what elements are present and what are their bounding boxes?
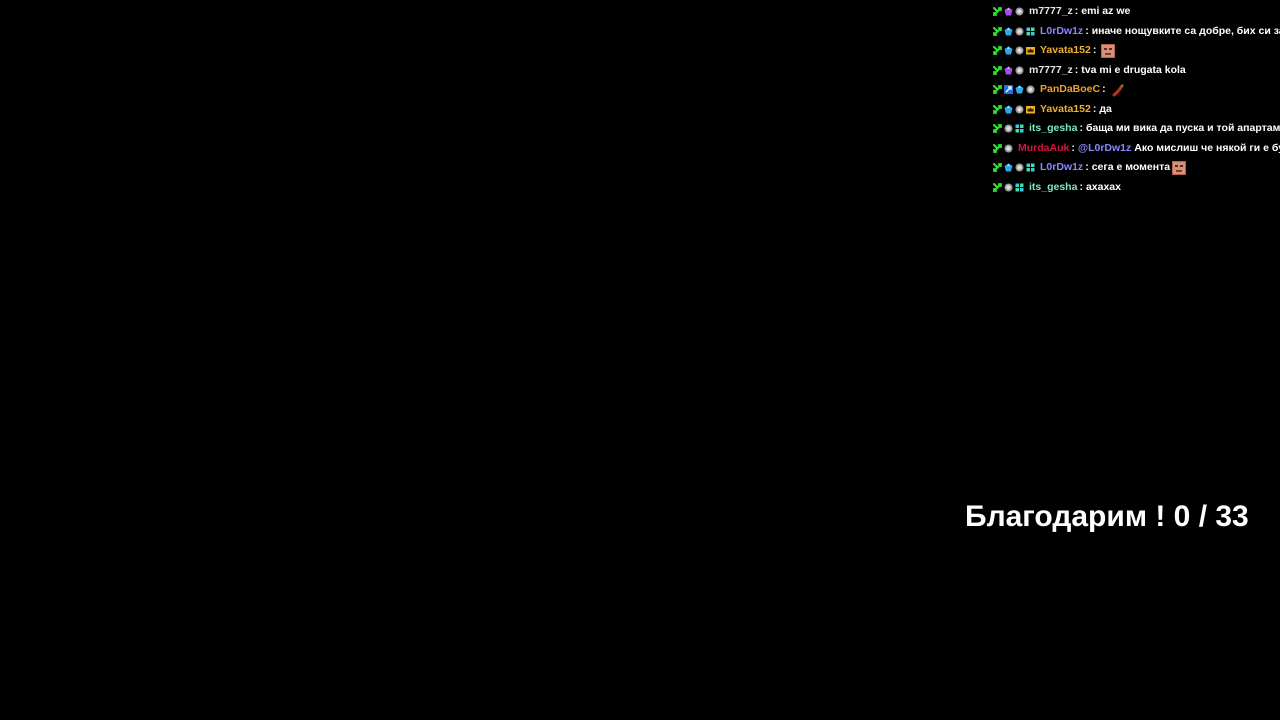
chat-username[interactable]: PanDaBoeC: [1040, 83, 1101, 95]
chat-separator: :: [1071, 141, 1075, 154]
blue-gem-icon: [1015, 85, 1024, 94]
verified-circle-icon: [1004, 124, 1013, 133]
chat-message: Yavata152:да: [993, 100, 1280, 120]
moderator-sword-icon: [993, 104, 1002, 114]
chat-username[interactable]: L0rDw1z: [1040, 24, 1084, 37]
chat-message-text: Ако мислиш че някой ги е букнал: [1134, 141, 1280, 154]
verified-circle-icon: [1015, 46, 1024, 55]
chat-badges: [993, 163, 1037, 173]
chat-message: its_gesha:бащa ми вика да пуска и той ап…: [993, 119, 1280, 139]
chat-message-text: бащa ми вика да пуска и той апартамента: [1085, 122, 1280, 134]
chat-message: Yavata152:: [993, 41, 1280, 61]
chat-message-text: да: [1099, 102, 1112, 115]
chat-username[interactable]: its_gesha: [1029, 180, 1078, 193]
chat-separator: :: [1085, 161, 1089, 173]
chat-username[interactable]: m7777_z: [1029, 63, 1073, 76]
chat-message-text: emi az we: [1081, 5, 1131, 17]
chat-badges: [993, 143, 1015, 153]
chat-username[interactable]: L0rDw1z: [1040, 161, 1084, 173]
crown-badge-icon: [1026, 46, 1035, 55]
chat-message: m7777_z:tva mi e drugata kola: [993, 61, 1280, 81]
blue-gem-icon: [1004, 163, 1013, 172]
verified-circle-icon: [1015, 163, 1024, 172]
chat-badges: [993, 104, 1037, 114]
chat-username[interactable]: Yavata152: [1040, 102, 1091, 115]
blue-gem-icon: [1004, 27, 1013, 36]
purple-gem-icon: [1004, 66, 1013, 75]
chat-message: L0rDw1z:иначе нощувките са добре, бих си…: [993, 22, 1280, 42]
purple-gem-icon: [1004, 7, 1013, 16]
chat-username[interactable]: Yavata152: [1040, 44, 1091, 56]
chat-separator: :: [1074, 5, 1079, 17]
chat-badges: [993, 65, 1026, 75]
chat-badges: [993, 85, 1037, 95]
chat-separator: :: [1079, 180, 1083, 193]
grid-badge-icon: [1026, 163, 1035, 172]
chat-message: L0rDw1z:сега е момента: [993, 158, 1280, 178]
chat-badges: [993, 7, 1026, 17]
verified-circle-icon: [1015, 66, 1024, 75]
verified-circle-icon: [1015, 105, 1024, 114]
chat-separator: :: [1074, 63, 1079, 76]
chat-message: its_gesha:ахахах: [993, 178, 1280, 198]
chat-message-text: tva mi e drugata kola: [1081, 63, 1186, 76]
moderator-sword-icon: [993, 124, 1002, 134]
face-emote-icon: [1172, 160, 1187, 175]
blue-gem-icon: [1004, 46, 1013, 55]
chat-message: m7777_z:emi az we: [993, 2, 1280, 22]
pepper-emote-icon: [1111, 83, 1125, 97]
chat-separator: :: [1079, 122, 1083, 134]
chat-separator: :: [1102, 83, 1106, 95]
chat-separator: :: [1085, 24, 1089, 37]
grid-badge-icon: [1015, 183, 1024, 192]
blue-gem-icon: [1004, 105, 1013, 114]
moderator-sword-icon: [993, 7, 1002, 17]
verified-circle-icon: [1015, 7, 1024, 16]
chat-message-text: иначе нощувките са добре, бих си запазил: [1091, 24, 1280, 37]
chat-username[interactable]: MurdaAuk: [1018, 141, 1070, 154]
chat-username[interactable]: its_gesha: [1029, 122, 1078, 134]
chat-message-text: сега е момента: [1091, 161, 1171, 173]
verified-circle-icon: [1026, 85, 1035, 94]
verified-circle-icon: [1004, 183, 1013, 192]
grid-badge-icon: [1026, 27, 1035, 36]
chat-username[interactable]: m7777_z: [1029, 5, 1073, 17]
star-badge-icon: [1004, 85, 1013, 95]
verified-circle-icon: [1015, 27, 1024, 36]
chat-badges: [993, 124, 1026, 134]
chat-badges: [993, 182, 1026, 192]
chat-mention[interactable]: @L0rDw1z: [1077, 141, 1132, 154]
chat-separator: :: [1092, 44, 1097, 56]
moderator-sword-icon: [993, 182, 1002, 192]
grid-badge-icon: [1015, 124, 1024, 133]
moderator-sword-icon: [993, 163, 1002, 173]
face-emote-icon: [1101, 43, 1116, 58]
chat-badges: [993, 46, 1037, 56]
moderator-sword-icon: [993, 46, 1002, 56]
moderator-sword-icon: [993, 65, 1002, 75]
moderator-sword-icon: [993, 26, 1002, 36]
verified-circle-icon: [1004, 144, 1013, 153]
moderator-sword-icon: [993, 143, 1002, 153]
chat-message-text: ахахах: [1085, 180, 1121, 193]
moderator-sword-icon: [993, 85, 1002, 95]
chat-badges: [993, 26, 1037, 36]
goal-counter: Благодарим ! 0 / 33: [965, 500, 1249, 533]
chat-message: PanDaBoeC:: [993, 80, 1280, 100]
chat-separator: :: [1092, 102, 1097, 115]
crown-badge-icon: [1026, 105, 1035, 114]
